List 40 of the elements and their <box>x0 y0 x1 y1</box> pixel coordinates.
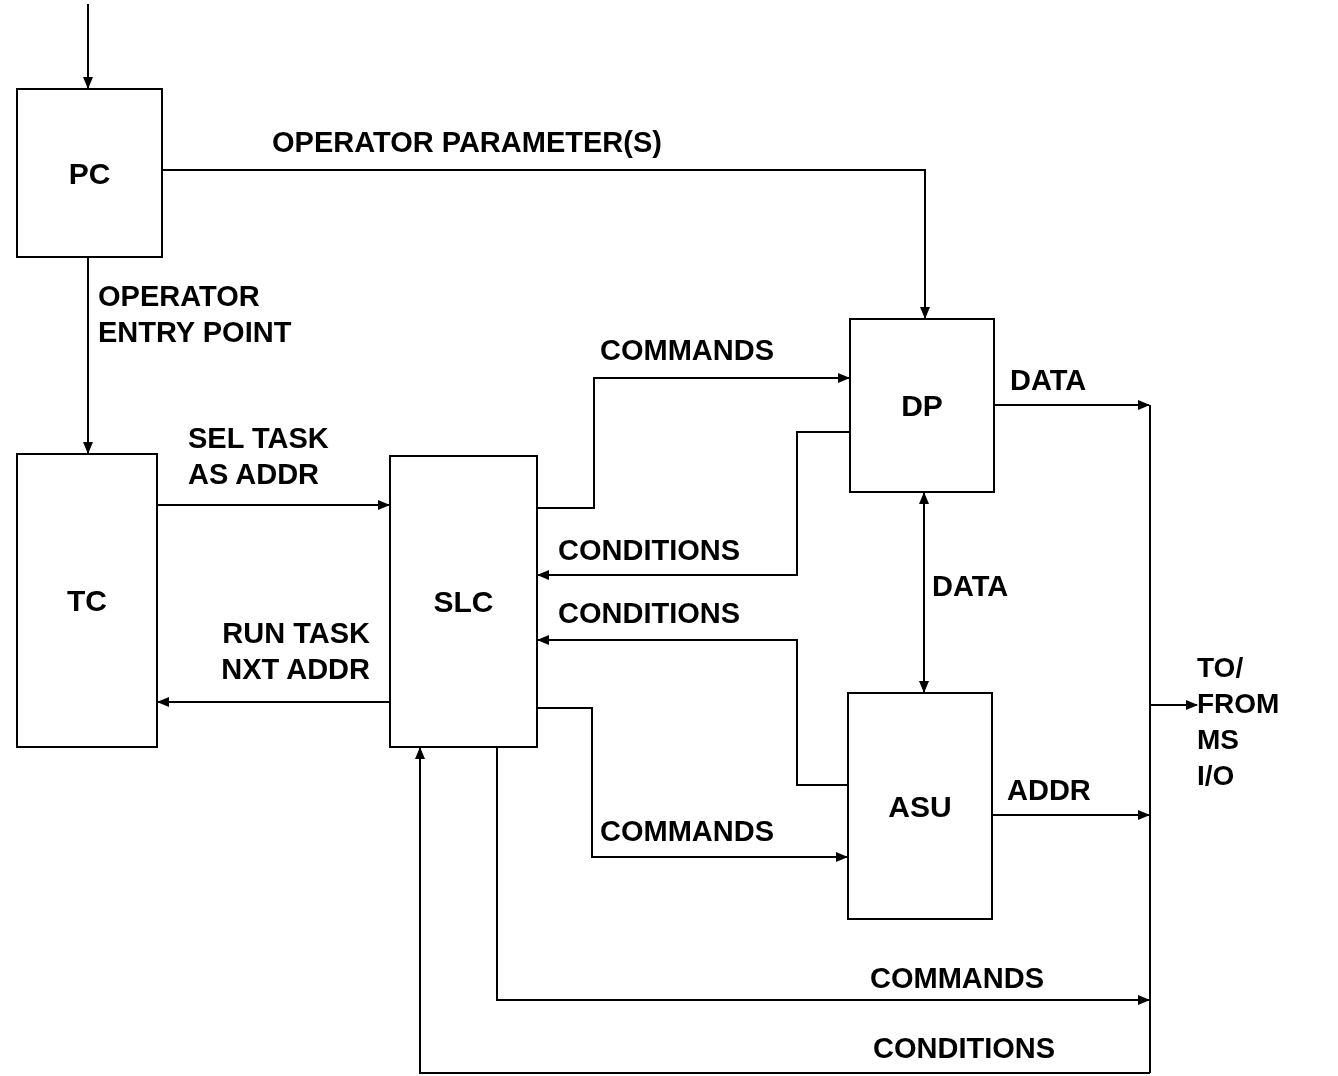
process-box <box>849 318 995 493</box>
arrow <box>537 431 850 580</box>
edge-label: DATA <box>1010 363 1087 398</box>
edge-label: COMMANDS <box>870 961 1044 996</box>
edge-label: SEL TASK AS ADDR <box>188 421 330 492</box>
box-label: SLC <box>433 584 494 620</box>
arrow <box>994 400 1150 410</box>
edge-label: CONDITIONS <box>558 596 741 631</box>
edge-label: RUN TASK NXT ADDR <box>220 616 370 687</box>
box-label: PC <box>68 155 111 192</box>
io-label: TO/ FROM MS I/O <box>1197 650 1280 794</box>
process-box <box>389 455 538 748</box>
arrow <box>537 635 848 786</box>
edge-label: OPERATOR PARAMETER(S) <box>272 125 662 160</box>
process-box <box>847 692 993 920</box>
arrow <box>162 169 930 319</box>
arrow <box>537 373 850 509</box>
edge-label: DATA <box>932 569 1009 604</box>
arrow <box>1150 700 1198 710</box>
arrow <box>496 747 1150 1005</box>
arrow <box>157 697 390 707</box>
edge-label: COMMANDS <box>600 814 774 849</box>
edge-label: ADDR <box>1007 773 1091 808</box>
arrow <box>83 3 93 89</box>
bus-line <box>1149 405 1151 1073</box>
edge-label: OPERATOR ENTRY POINT <box>98 279 293 350</box>
edge-label: CONDITIONS <box>558 533 741 568</box>
edge-label: CONDITIONS <box>873 1031 1056 1066</box>
arrow <box>992 810 1150 820</box>
arrow <box>157 500 390 510</box>
process-box <box>16 88 163 258</box>
edge-label: COMMANDS <box>600 333 774 368</box>
box-label: ASU <box>888 788 952 825</box>
box-label: DP <box>901 388 943 424</box>
arrow <box>537 707 848 862</box>
arrow <box>415 747 1151 1074</box>
arrow <box>83 257 93 454</box>
box-label: TC <box>67 583 107 619</box>
process-box <box>16 453 158 748</box>
arrow <box>919 492 929 693</box>
